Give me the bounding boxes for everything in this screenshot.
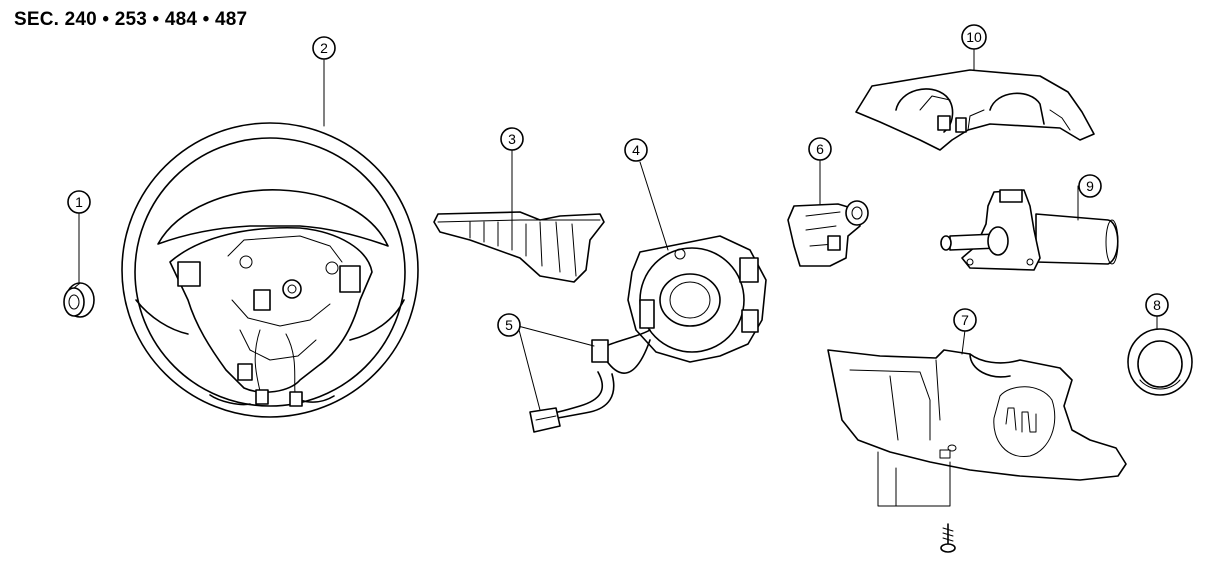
- callout-5-label: 5: [505, 317, 513, 333]
- part-6-switch: [787, 200, 869, 267]
- callout-9-label: 9: [1086, 178, 1094, 194]
- callout-5: 5: [497, 313, 521, 337]
- part-8-ring: [1127, 328, 1193, 396]
- callout-1: 1: [67, 190, 91, 214]
- part-10-upper-cover: [855, 69, 1095, 151]
- part-4-spiral-cable: [627, 235, 767, 363]
- part-5-harness: [529, 329, 651, 433]
- callout-10: 10: [961, 24, 987, 50]
- part-9-steering-column: [940, 189, 1119, 271]
- part-1-nut: [63, 282, 95, 318]
- part-3-combination-switch: [433, 211, 605, 283]
- callout-6: 6: [808, 137, 832, 161]
- leader-lines: [78, 47, 1158, 411]
- callout-8: 8: [1145, 293, 1169, 317]
- screw: [940, 523, 956, 553]
- callout-2: 2: [312, 36, 336, 60]
- callout-8-label: 8: [1153, 297, 1161, 313]
- callout-7: 7: [953, 308, 977, 332]
- callout-9: 9: [1078, 174, 1102, 198]
- callout-7-label: 7: [961, 312, 969, 328]
- section-code-title: SEC. 240 • 253 • 484 • 487: [14, 9, 248, 30]
- callout-6-label: 6: [816, 141, 824, 157]
- part-7-lower-cover: [827, 349, 1127, 507]
- callout-10-label: 10: [966, 29, 982, 45]
- callout-3-label: 3: [508, 131, 516, 147]
- callout-4-label: 4: [632, 142, 640, 158]
- callout-2-label: 2: [320, 40, 328, 56]
- callout-3: 3: [500, 127, 524, 151]
- callout-1-label: 1: [75, 194, 83, 210]
- callout-4: 4: [624, 138, 648, 162]
- part-2-steering-wheel: [121, 122, 419, 418]
